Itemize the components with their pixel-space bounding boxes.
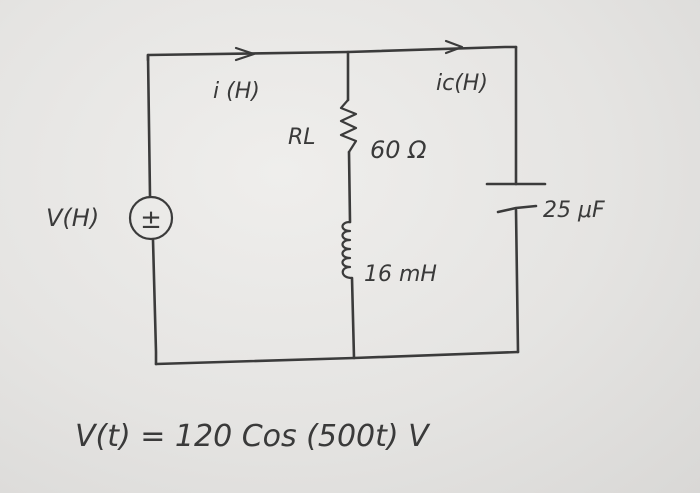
inductor-value-label: 16 mH — [364, 262, 437, 287]
top-wire — [146, 45, 518, 62]
capacitor-value-label: 25 μF — [543, 198, 605, 223]
bottom-wire — [154, 350, 520, 366]
source-symbol: ± — [140, 205, 162, 235]
wires — [146, 45, 520, 366]
capacitor-plate-bottom — [496, 204, 538, 214]
capacitor — [485, 182, 547, 214]
middle-wire-bottom — [350, 276, 356, 360]
arrow-icon-i — [234, 46, 256, 62]
current-ic-label: ic(H) — [436, 71, 488, 96]
source-label: V(H) — [46, 204, 99, 232]
source-circle — [128, 195, 174, 241]
arrow-icon-ic — [444, 39, 464, 55]
resistor-value-label: 60 Ω — [370, 136, 427, 164]
right-wire-lower — [514, 208, 520, 354]
resistor-name-label: RL — [288, 125, 316, 150]
left-wire-upper — [146, 53, 152, 198]
middle-wire-mid — [347, 150, 352, 224]
resistor-icon — [339, 98, 358, 154]
inductor-icon — [341, 220, 354, 280]
voltage-equation: V(t) = 120 Cos (500t) V — [75, 419, 431, 454]
left-wire-lower — [151, 238, 158, 366]
current-i-label: i (H) — [213, 79, 260, 104]
voltage-source: ± — [128, 195, 174, 241]
